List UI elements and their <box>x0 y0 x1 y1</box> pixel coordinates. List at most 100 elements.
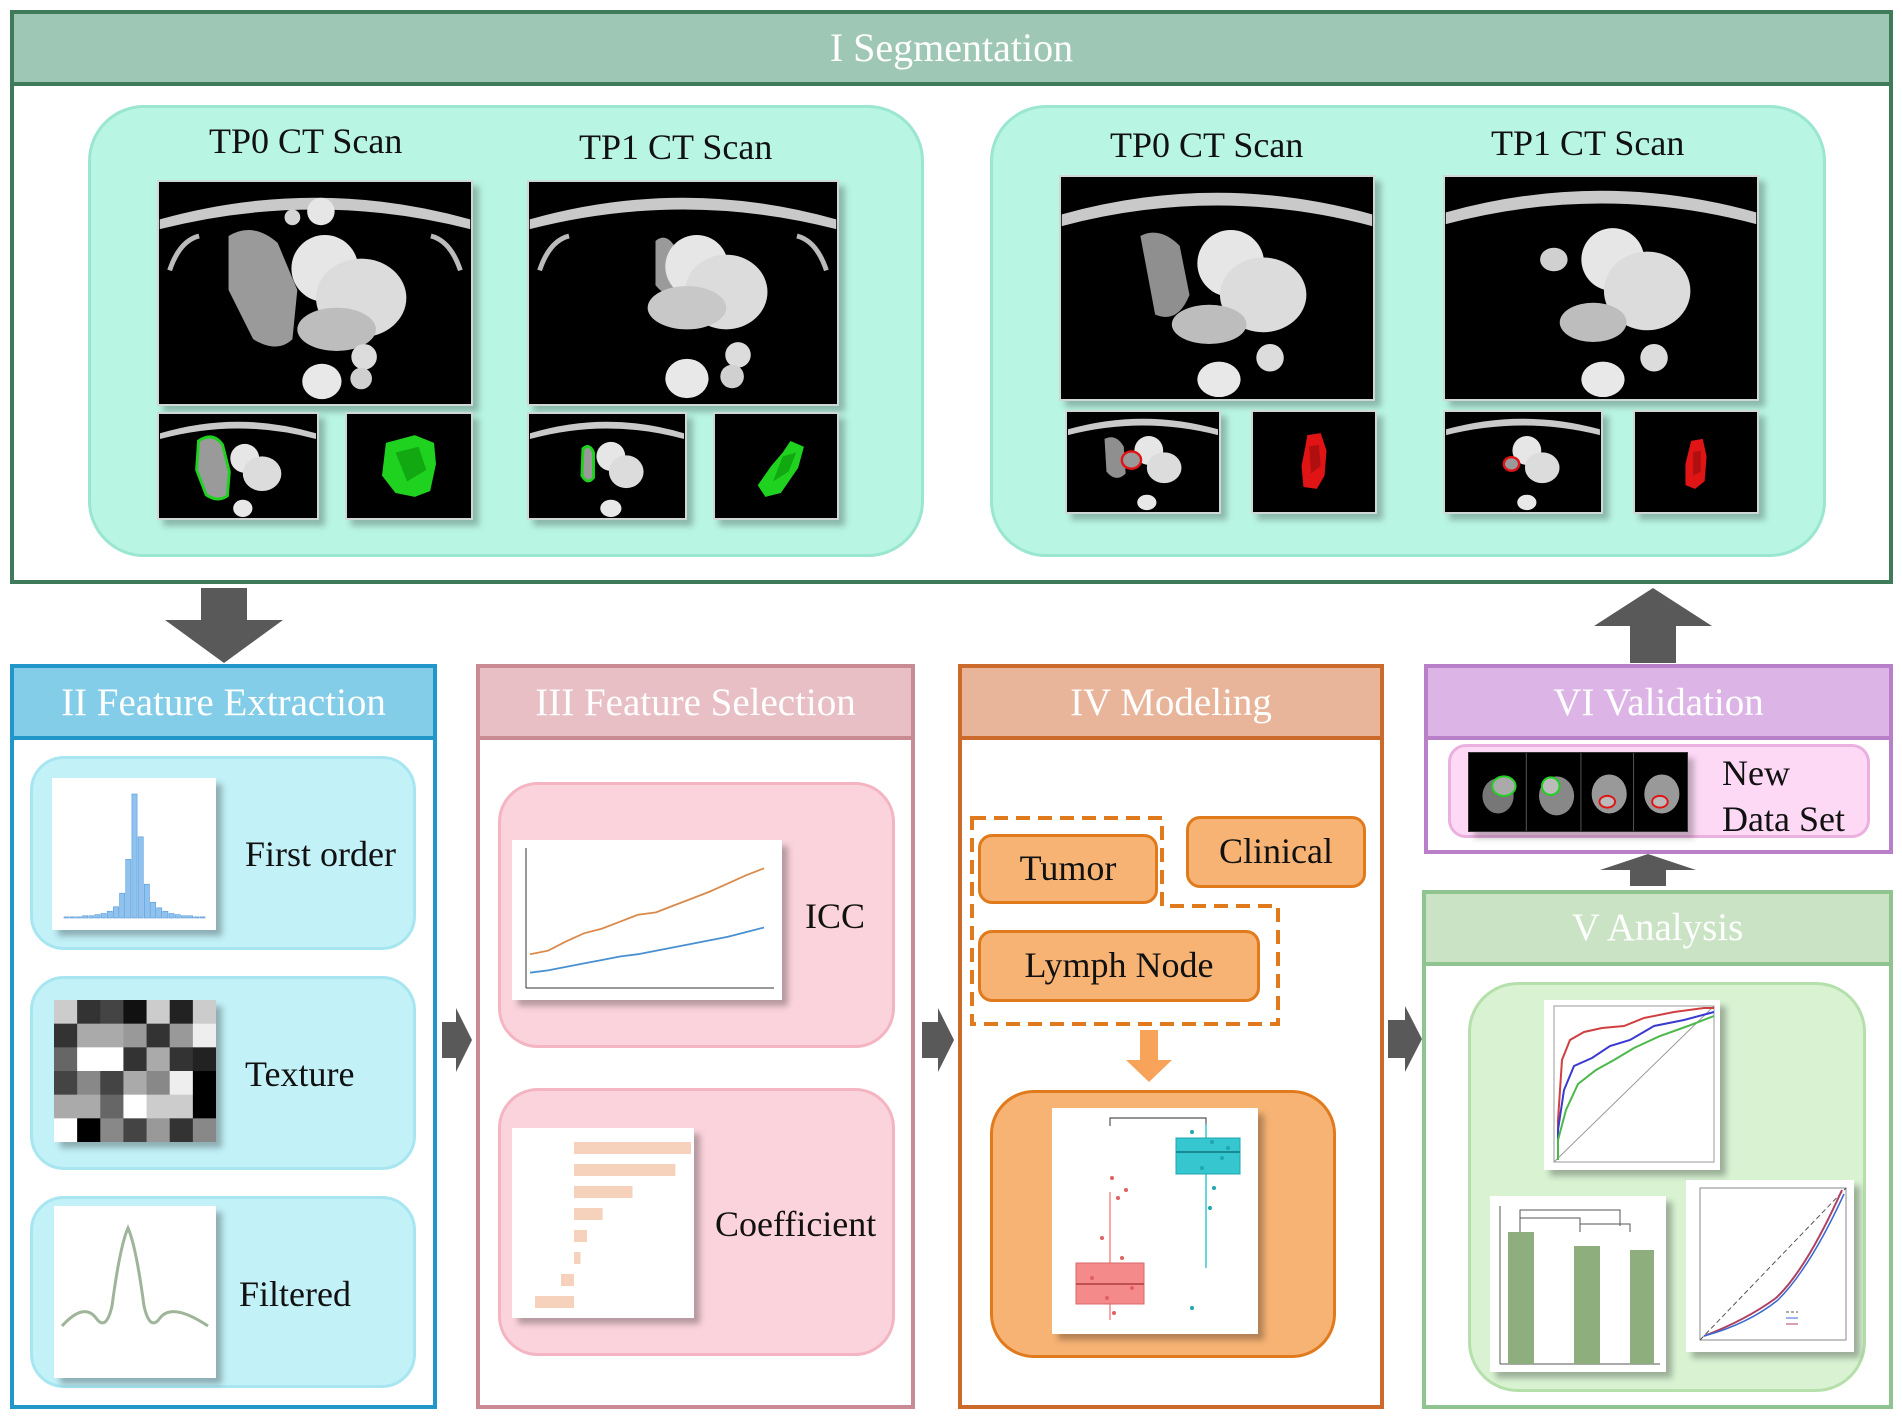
histogram-bar <box>106 910 113 919</box>
icc-line-chart <box>525 848 774 989</box>
wavelet-drawing <box>60 1224 209 1328</box>
histogram-bar <box>131 793 138 919</box>
histogram-bar <box>113 906 119 919</box>
texture-cell <box>123 1118 148 1143</box>
tumor-tp1-mask-3d <box>713 412 839 520</box>
analysis-title: V Analysis <box>1571 906 1744 949</box>
lymph-tp0-mask-3d <box>1251 410 1377 514</box>
tumor-tp0-label: TP0 CT Scan <box>209 121 403 161</box>
texture-cell <box>169 1000 194 1025</box>
feature-selection-title-bar: III Feature Selection <box>480 668 911 740</box>
calibration-curve-icon <box>1686 1180 1854 1352</box>
histogram-bar <box>137 836 144 919</box>
tumor-tp1-mask-drawing <box>757 440 804 497</box>
coefficient-bar <box>574 1208 603 1220</box>
lymph-tp1-slice-thumbnail <box>1443 410 1603 514</box>
histogram-bar <box>150 901 156 919</box>
validation-title: VI Validation <box>1553 681 1764 724</box>
lymph-tp0-ct-image <box>1059 175 1375 401</box>
texture-cell <box>146 1023 171 1048</box>
tumor-box: Tumor <box>978 834 1158 904</box>
histogram-bar <box>168 913 175 919</box>
histogram-bar <box>63 916 70 919</box>
texture-cell <box>54 1000 78 1025</box>
histogram-bar <box>143 883 150 919</box>
histogram-bar <box>76 916 82 919</box>
histogram-bar <box>88 915 95 919</box>
new-data-line1: New <box>1722 753 1790 793</box>
up-arrow-icon <box>1594 588 1712 663</box>
bar-compare-icon <box>1490 1196 1666 1372</box>
bar-plot-icon <box>512 1128 694 1318</box>
icc-blue-series-line <box>529 926 765 974</box>
texture-grid-icon <box>54 1000 217 1143</box>
texture-cell <box>169 1118 194 1143</box>
new-data-ct-strip <box>1468 752 1688 832</box>
texture-cell <box>146 1094 171 1119</box>
histogram-bar <box>162 910 169 919</box>
up-arrow-icon <box>1600 854 1696 886</box>
roc-curve-drawing <box>1553 1005 1715 1163</box>
texture-grid-drawing <box>54 1000 217 1143</box>
first-order-label: First order <box>245 834 396 874</box>
histogram-bar <box>82 915 88 919</box>
feature-selection-title: III Feature Selection <box>535 681 856 724</box>
coefficient-bar <box>535 1296 574 1308</box>
tumor-tp0-mask-3d <box>345 412 473 520</box>
validation-title-bar: VI Validation <box>1428 668 1889 740</box>
texture-cell <box>54 1118 78 1143</box>
right-arrow-icon <box>922 1008 954 1072</box>
lymph-tp0-ct-drawing <box>1061 192 1373 398</box>
new-data-ct-drawing <box>1482 753 1680 831</box>
feature-extraction-title-bar: II Feature Extraction <box>14 668 433 740</box>
histogram-bar <box>193 916 200 919</box>
texture-cell <box>77 1023 101 1048</box>
calibration-curve-drawing <box>1699 1187 1847 1341</box>
texture-cell <box>100 1094 124 1119</box>
tumor-tp0-mask-drawing <box>382 435 436 497</box>
texture-cell <box>100 1118 124 1143</box>
coefficient-bar <box>561 1274 574 1286</box>
histogram-bar <box>199 916 206 919</box>
coefficient-bar <box>574 1164 676 1176</box>
texture-cell <box>169 1094 194 1119</box>
texture-cell <box>146 1118 171 1143</box>
texture-cell <box>77 1094 101 1119</box>
histogram-bar <box>119 892 126 919</box>
texture-cell <box>146 1000 171 1025</box>
clinical-box: Clinical <box>1186 816 1366 888</box>
texture-cell <box>100 1000 124 1025</box>
texture-cell <box>123 1094 148 1119</box>
down-arrow-icon <box>1126 1030 1172 1082</box>
lymph-tp0-label: TP0 CT Scan <box>1110 125 1304 165</box>
modeling-title: IV Modeling <box>1070 681 1272 724</box>
texture-cell <box>77 1000 101 1025</box>
texture-cell <box>123 1000 148 1025</box>
histogram-icon <box>52 778 216 930</box>
histogram-bar <box>125 859 132 919</box>
modeling-title-bar: IV Modeling <box>962 668 1380 740</box>
texture-cell <box>146 1071 171 1096</box>
lymph-tp1-ct-image <box>1443 175 1759 401</box>
tumor-tp1-slice-thumbnail <box>527 412 687 520</box>
icc-orange-series-line <box>529 867 765 956</box>
texture-cell <box>77 1118 101 1143</box>
texture-cell <box>192 1118 217 1143</box>
roc-curve-icon <box>1544 1000 1720 1170</box>
analysis-title-bar: V Analysis <box>1426 894 1889 966</box>
wavelet-icon <box>54 1206 216 1378</box>
texture-cell <box>100 1023 124 1048</box>
histogram-bar <box>174 914 181 919</box>
histogram-chart <box>63 793 206 919</box>
texture-cell <box>100 1071 124 1096</box>
new-data-line2: Data Set <box>1722 799 1845 839</box>
texture-cell <box>192 1071 217 1096</box>
texture-cell <box>54 1047 78 1072</box>
texture-cell <box>169 1047 194 1072</box>
coefficient-bar <box>574 1142 691 1154</box>
tumor-tp0-ct-image <box>157 180 473 406</box>
icc-label: ICC <box>805 896 866 936</box>
coefficient-label: Coefficient <box>715 1204 877 1244</box>
histogram-bar <box>100 913 107 919</box>
histogram-bar <box>187 915 193 919</box>
